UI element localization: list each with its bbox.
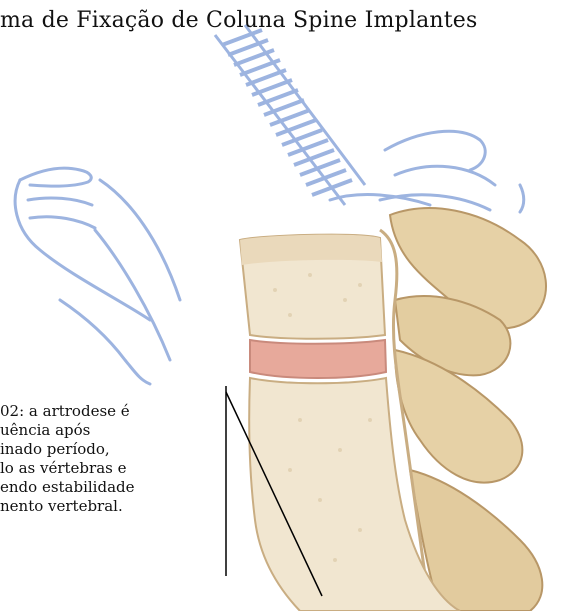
- caption-line: lo as vértebras e: [0, 459, 240, 478]
- hand-sketch-left: [15, 168, 180, 384]
- screw-sketch: [215, 25, 365, 205]
- vertebrae-illustration: [240, 208, 546, 611]
- hand-sketch-right: [330, 131, 524, 212]
- caption-line: uência após: [0, 421, 240, 440]
- figure-caption: 02: a artrodese é uência após inado perí…: [0, 402, 240, 516]
- caption-line: 02: a artrodese é: [0, 402, 240, 421]
- caption-line: endo estabilidade: [0, 478, 240, 497]
- caption-line: nento vertebral.: [0, 497, 240, 516]
- page-title: ma de Fixação de Coluna Spine Implantes: [0, 8, 478, 33]
- caption-line: inado período,: [0, 440, 240, 459]
